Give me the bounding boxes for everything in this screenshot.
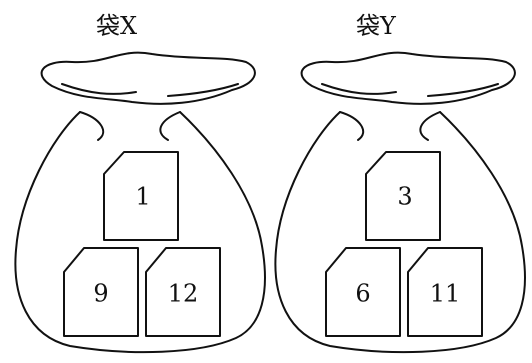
- card-y-2-number: 6: [355, 280, 370, 308]
- bag-y: 3 6 11: [275, 53, 525, 352]
- card-y-3-number: 11: [430, 280, 461, 308]
- bag-x-neck: [80, 112, 180, 140]
- card-x-3-number: 12: [168, 280, 199, 308]
- bag-y-neck: [340, 112, 440, 140]
- bag-y-ruffle: [302, 53, 515, 104]
- bag-x-ruffle: [42, 53, 255, 104]
- card-x-2-number: 9: [93, 280, 108, 308]
- bag-x-ruffle-fold: [62, 84, 238, 96]
- bag-x: 1 9 12: [15, 53, 265, 352]
- bag-y-ruffle-fold: [322, 84, 498, 96]
- card-x-1-number: 1: [135, 183, 150, 211]
- card-y-1-number: 3: [397, 183, 412, 211]
